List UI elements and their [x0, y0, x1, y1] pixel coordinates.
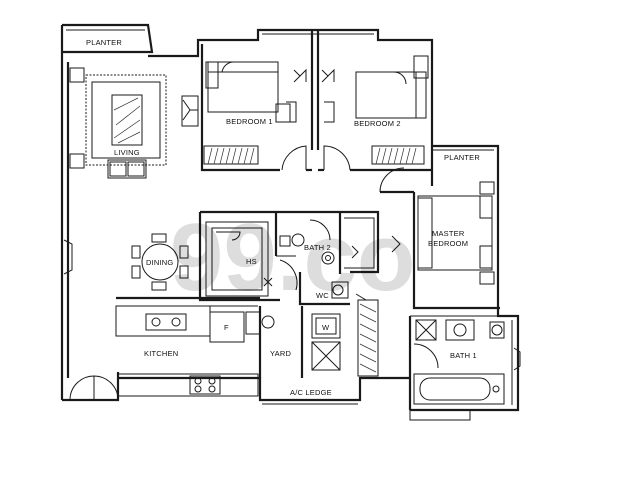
bath2-label: BATH 2	[304, 243, 331, 252]
bath1-room	[408, 315, 521, 410]
wc-label: WC	[316, 291, 329, 300]
planter-right-label: PLANTER	[444, 153, 480, 162]
bedroom2-room	[318, 55, 432, 172]
master-bedroom-label-line2: BEDROOM	[428, 239, 468, 248]
service-block	[198, 210, 380, 306]
kitchen-room	[69, 296, 275, 401]
living-label: LIVING	[114, 148, 140, 157]
bedroom2-label: BEDROOM 2	[354, 119, 401, 128]
hs-label: HS	[246, 257, 257, 266]
yard-room	[258, 293, 379, 378]
ac-ledge-label: A/C LEDGE	[290, 388, 332, 397]
yard-label: YARD	[270, 349, 291, 358]
washer-label: W	[322, 323, 330, 332]
master-bedroom-label-line1: MASTER	[432, 229, 465, 238]
fridge-label: F	[224, 323, 229, 332]
bedroom1-room	[200, 44, 312, 172]
planter-top-label: PLANTER	[86, 38, 122, 47]
bath1-label: BATH 1	[450, 351, 477, 360]
bedroom1-label: BEDROOM 1	[226, 117, 273, 126]
dining-label: DINING	[146, 258, 173, 267]
watermark: 99.co	[170, 204, 415, 311]
master-bedroom-room	[379, 167, 500, 310]
dining-furniture	[63, 233, 189, 291]
living-furniture	[69, 67, 199, 179]
kitchen-label: KITCHEN	[144, 349, 178, 358]
